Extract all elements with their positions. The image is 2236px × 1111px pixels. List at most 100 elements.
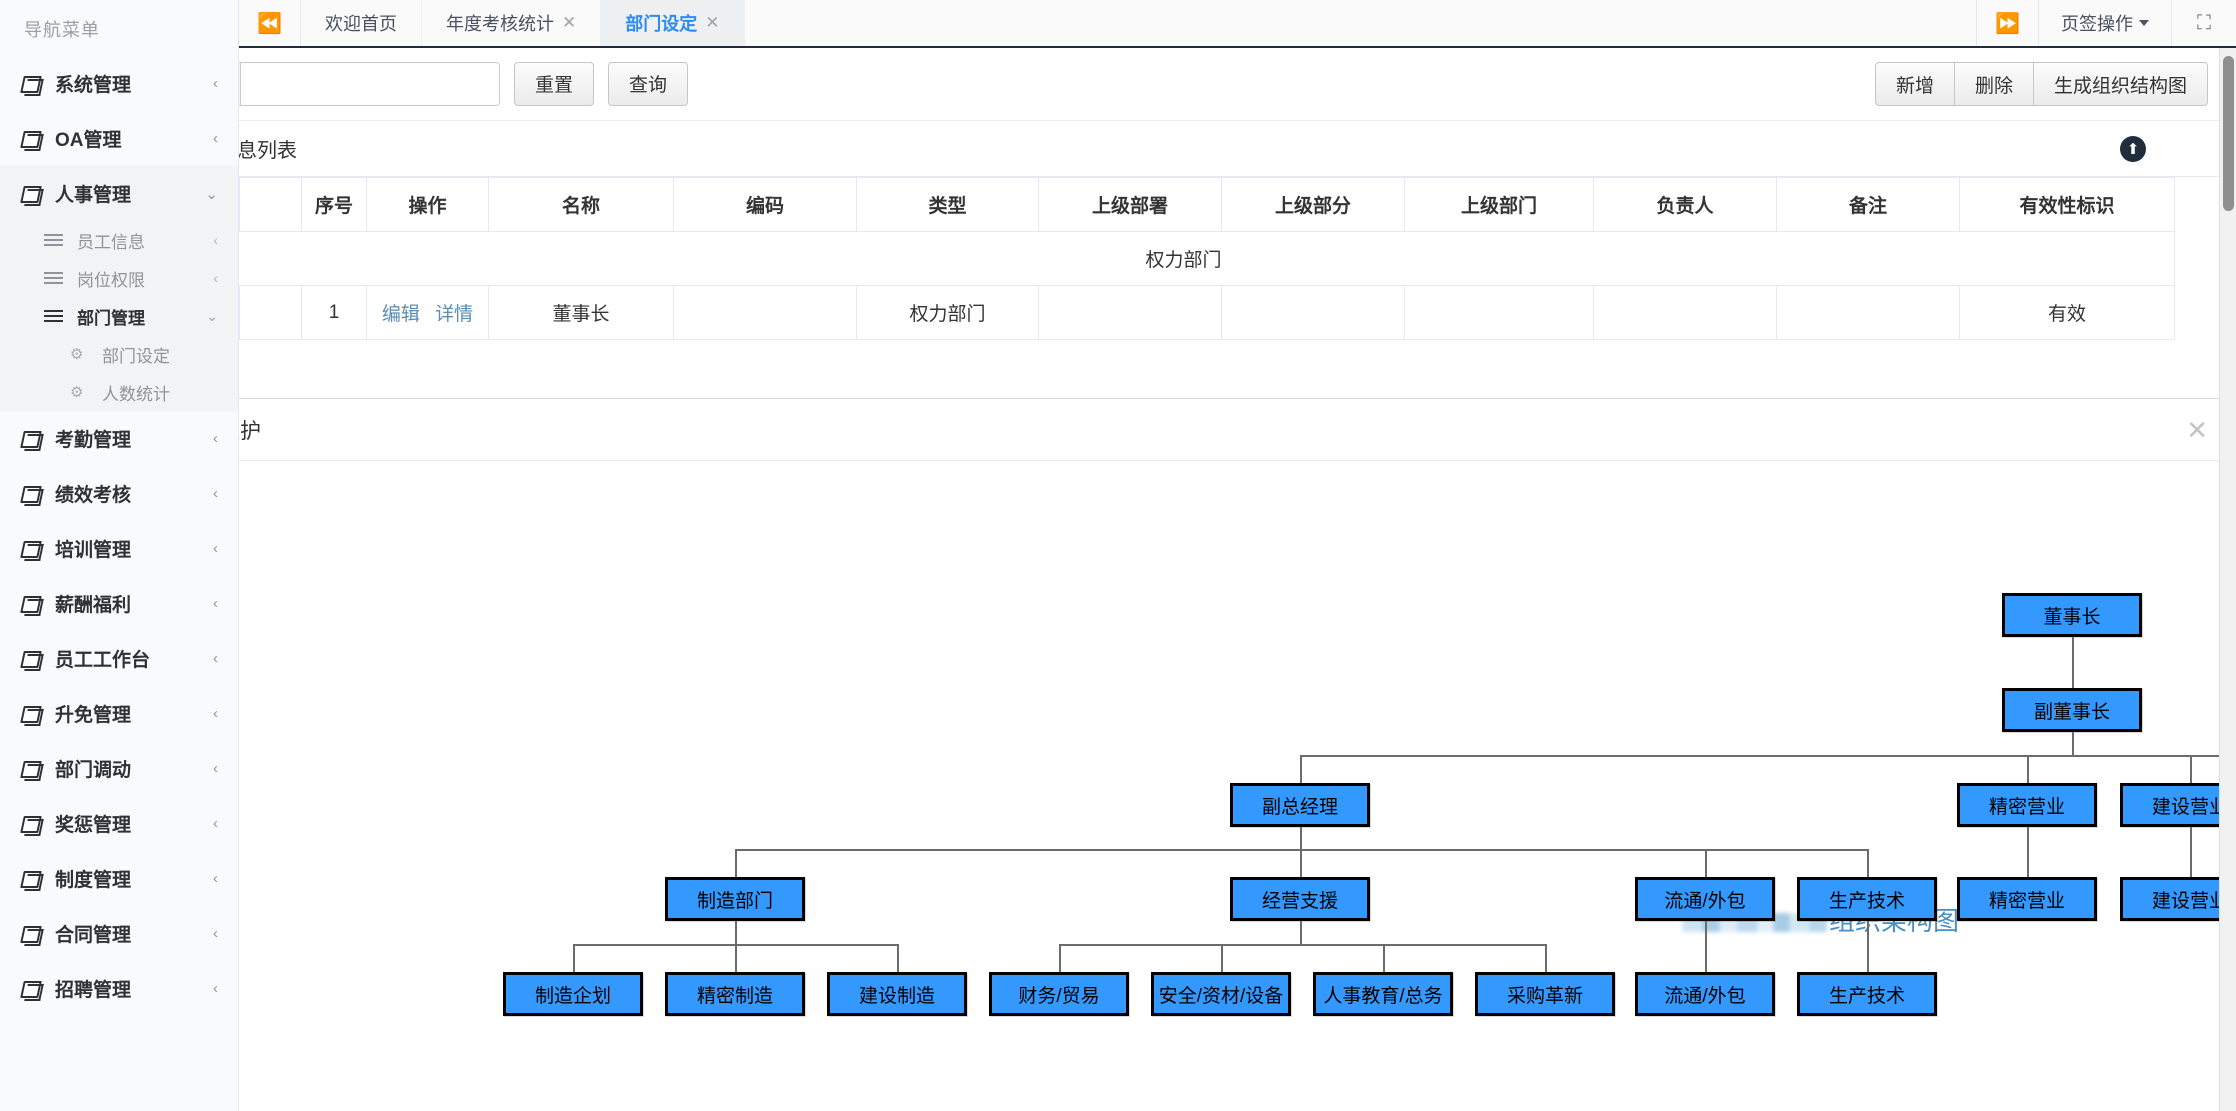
org-node[interactable]: 建设营业 — [2120, 783, 2236, 827]
tab-operations-dropdown[interactable]: 页签操作 — [2038, 0, 2172, 46]
org-node[interactable]: 生产技术 — [1797, 972, 1937, 1016]
sidebar-item-attendance[interactable]: 考勤管理 ‹ — [0, 411, 238, 466]
book-icon — [22, 816, 41, 831]
book-icon — [22, 706, 41, 721]
tab-annual-review-stats[interactable]: 年度考核统计 ✕ — [422, 0, 602, 46]
close-icon[interactable]: ✕ — [562, 13, 577, 32]
sidebar-item-policy[interactable]: 制度管理 ‹ — [0, 851, 238, 906]
chevron-left-icon: ‹ — [213, 870, 218, 887]
close-icon[interactable]: ✕ — [2186, 414, 2208, 445]
vertical-scrollbar-track[interactable] — [2219, 48, 2236, 1111]
sidebar-item-dept-setting[interactable]: ⚙ 部门设定 — [0, 335, 238, 373]
sidebar-item-compensation[interactable]: 薪酬福利 ‹ — [0, 576, 238, 631]
chevron-left-icon: ‹ — [213, 595, 218, 612]
book-icon — [22, 486, 41, 501]
org-node[interactable]: 财务/贸易 — [989, 972, 1129, 1016]
modal-title: 信息维护 — [239, 419, 261, 443]
list-icon — [44, 269, 63, 287]
edit-link[interactable]: 编辑 — [381, 304, 420, 325]
sidebar-item-dept-management[interactable]: 部门管理 ⌄ — [0, 297, 238, 335]
detail-link[interactable]: 详情 — [435, 304, 474, 325]
sidebar-item-label: 升免管理 — [55, 705, 132, 726]
org-node[interactable]: 生产技术 — [1797, 877, 1937, 921]
org-node[interactable]: 人事教育/总务 — [1313, 972, 1453, 1016]
org-edge — [735, 849, 737, 877]
sidebar-item-dept-transfer[interactable]: 部门调动 ‹ — [0, 741, 238, 796]
org-edge — [1300, 827, 1302, 849]
sidebar: 导航菜单 系统管理 ‹ OA管理 ‹ 人事管理 ⌄ 员工信息 ‹ — [0, 0, 239, 1111]
org-node[interactable]: 流通/外包 — [1635, 972, 1775, 1016]
table-row[interactable]: 1 编辑 详情 董事长 权力部门 有效 — [239, 285, 2175, 340]
sidebar-item-label: 奖惩管理 — [55, 815, 132, 836]
book-icon — [22, 926, 41, 941]
row-parent-part — [1221, 285, 1405, 340]
name-search-input[interactable] — [240, 61, 501, 106]
table-col-valid: 有效性标识 — [1959, 177, 2175, 232]
org-node[interactable]: 制造部门 — [665, 877, 805, 921]
org-edge — [2190, 755, 2192, 783]
sidebar-item-position-permission[interactable]: 岗位权限 ‹ — [0, 259, 238, 297]
modal-header: 信息维护 ✕ — [239, 399, 2236, 461]
sidebar-item-system-management[interactable]: 系统管理 ‹ — [0, 56, 238, 111]
org-node[interactable]: 副总经理 — [1230, 783, 1370, 827]
row-name: 董事长 — [488, 285, 674, 340]
org-node[interactable]: 精密营业 — [1957, 877, 2097, 921]
org-node[interactable]: 副董事长 — [2002, 688, 2142, 732]
table-col-remark: 备注 — [1776, 177, 1960, 232]
generate-org-chart-button[interactable]: 生成组织结构图 — [2033, 62, 2208, 106]
sidebar-item-recruitment[interactable]: 招聘管理 ‹ — [0, 961, 238, 1016]
org-node[interactable]: 董事长 — [2002, 593, 2142, 637]
org-node[interactable]: 流通/外包 — [1635, 877, 1775, 921]
chevron-left-icon: ‹ — [213, 540, 218, 557]
org-edge — [2072, 637, 2074, 688]
panel-header: 部门信息列表 ⬆ — [239, 121, 2236, 177]
sidebar-item-reward-punishment[interactable]: 奖惩管理 ‹ — [0, 796, 238, 851]
org-node[interactable]: 安全/资材/设备 — [1151, 972, 1291, 1016]
sidebar-item-headcount-stats[interactable]: ⚙ 人数统计 — [0, 373, 238, 411]
org-node[interactable]: 建设制造 — [827, 972, 967, 1016]
query-button[interactable]: 查询 — [608, 61, 689, 106]
sidebar-item-employee-workbench[interactable]: 员工工作台 ‹ — [0, 631, 238, 686]
org-node[interactable]: 精密制造 — [665, 972, 805, 1016]
book-icon — [22, 186, 41, 201]
close-icon[interactable]: ✕ — [705, 13, 720, 32]
table-col-actions: 操作 — [366, 177, 489, 232]
refresh-up-icon[interactable]: ⬆ — [2120, 135, 2146, 162]
chevron-left-icon: ‹ — [213, 430, 218, 447]
sidebar-item-contract[interactable]: 合同管理 ‹ — [0, 906, 238, 961]
book-icon — [22, 431, 41, 446]
sidebar-item-oa-management[interactable]: OA管理 ‹ — [0, 111, 238, 166]
action-button-group: 新增 删除 生成组织结构图 — [1874, 62, 2208, 106]
scroll-tabs-right-button[interactable]: ⏩ — [1976, 0, 2038, 46]
sidebar-item-hr-management[interactable]: 人事管理 ⌄ — [0, 166, 238, 221]
sidebar-item-promotion[interactable]: 升免管理 ‹ — [0, 686, 238, 741]
row-actions: 编辑 详情 — [366, 285, 489, 340]
sidebar-item-label: 薪酬福利 — [55, 595, 132, 616]
reset-button[interactable]: 重置 — [514, 61, 595, 106]
sidebar-item-label: 合同管理 — [55, 925, 132, 946]
org-edge — [573, 944, 575, 972]
org-edge — [1383, 944, 1385, 972]
sidebar-item-training[interactable]: 培训管理 ‹ — [0, 521, 238, 576]
table-col-owner: 负责人 — [1593, 177, 1777, 232]
chevron-left-icon: ‹ — [213, 925, 218, 942]
chevron-down-icon: ⌄ — [206, 307, 218, 324]
sidebar-item-performance[interactable]: 绩效考核 ‹ — [0, 466, 238, 521]
sidebar-item-employee-info[interactable]: 员工信息 ‹ — [0, 221, 238, 259]
fullscreen-button[interactable]: ⛶ — [2172, 0, 2236, 46]
vertical-scrollbar-thumb[interactable] — [2223, 56, 2234, 211]
tab-welcome-home[interactable]: 欢迎首页 — [301, 0, 422, 46]
scroll-tabs-left-button[interactable]: ⏪ — [239, 0, 301, 46]
book-icon — [22, 76, 41, 91]
add-button[interactable]: 新增 — [1874, 62, 1955, 106]
delete-button[interactable]: 删除 — [1954, 62, 2034, 106]
org-node[interactable]: 精密营业 — [1957, 783, 2097, 827]
tab-dept-setting[interactable]: 部门设定 ✕ — [601, 0, 745, 46]
sidebar-item-label: 部门调动 — [55, 760, 132, 781]
sidebar-item-label: 系统管理 — [55, 75, 132, 96]
org-node[interactable]: 制造企划 — [503, 972, 643, 1016]
org-node[interactable]: 采购革新 — [1475, 972, 1615, 1016]
org-node[interactable]: 经营支援 — [1230, 877, 1370, 921]
org-node[interactable]: 建设营业 — [2120, 877, 2236, 921]
